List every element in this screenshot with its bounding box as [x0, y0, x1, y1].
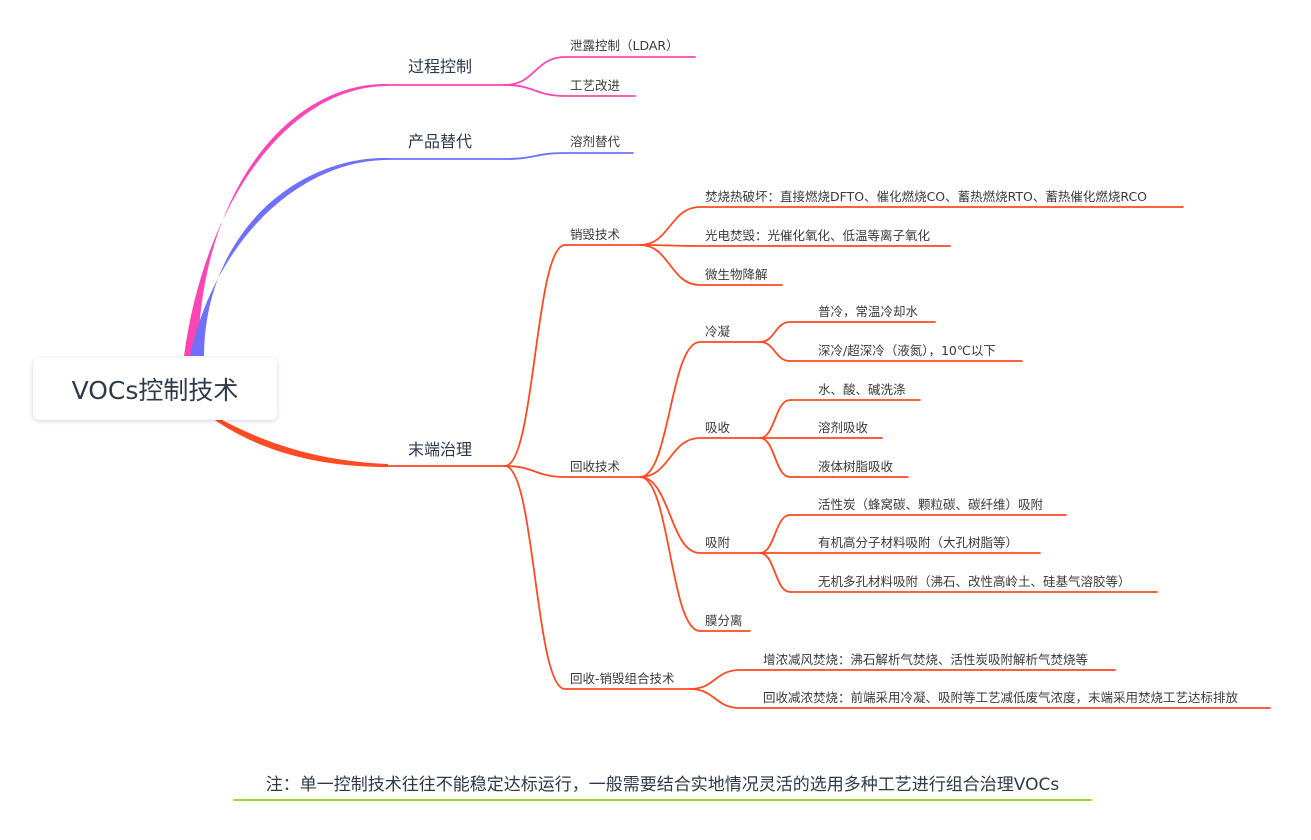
link-ldar [504, 56, 696, 86]
node-destroy-tech[interactable]: 销毁技术 [570, 227, 621, 242]
node-photo-destroy[interactable]: 光电焚毁：光催化氧化、低温等离子氧化 [705, 228, 931, 243]
link-recover [504, 465, 641, 478]
link-solvent-substitution [504, 152, 634, 160]
node-absorb-1[interactable]: 水、酸、碱洗涤 [818, 382, 906, 397]
node-absorb-3[interactable]: 液体树脂吸收 [818, 459, 894, 474]
branch-product-substitution[interactable]: 产品替代 [408, 132, 473, 151]
link-condense [639, 341, 761, 478]
node-absorb[interactable]: 吸收 [705, 420, 731, 435]
link-adsorb-1 [759, 514, 1067, 554]
link-combo-1 [689, 669, 1116, 690]
node-membrane[interactable]: 膜分离 [705, 613, 743, 628]
link-condense-1 [759, 321, 936, 343]
root-label: VOCs控制技术 [71, 376, 239, 405]
link-combo [504, 465, 691, 690]
node-adsorb[interactable]: 吸附 [705, 535, 731, 550]
branch-end-treatment[interactable]: 末端治理 [408, 440, 473, 459]
node-combo-2[interactable]: 回收减浓焚烧：前端采用冷凝、吸附等工艺减低废气浓度，末端采用焚烧工艺达标排放 [763, 690, 1239, 705]
node-absorb-2[interactable]: 溶剂吸收 [818, 420, 869, 435]
node-combo-tech[interactable]: 回收-销毁组合技术 [570, 671, 675, 686]
node-recover-tech[interactable]: 回收技术 [570, 459, 621, 474]
root-node[interactable]: VOCs控制技术 [33, 358, 277, 420]
node-solvent-substitution[interactable]: 溶剂替代 [570, 134, 621, 149]
branch-connector-process [184, 83, 388, 356]
link-adsorb-3 [759, 552, 1158, 593]
node-ldar[interactable]: 泄露控制（LDAR） [570, 38, 679, 53]
branch-process-control[interactable]: 过程控制 [408, 57, 473, 76]
node-process-improvement[interactable]: 工艺改进 [570, 78, 621, 93]
link-process-improvement [504, 84, 636, 97]
link-photo [639, 244, 951, 247]
node-adsorb-1[interactable]: 活性炭（蜂窝碳、颗粒碳、碳纤维）吸附 [818, 497, 1044, 512]
link-absorb [639, 437, 761, 478]
link-membrane [639, 476, 751, 632]
footnote: 注：单一控制技术往往不能稳定达标运行，一般需要结合实地情况灵活的选用多种工艺进行… [265, 775, 1060, 795]
link-absorb-1 [759, 399, 921, 439]
link-adsorb [639, 476, 761, 554]
link-microbial [639, 244, 783, 286]
link-combo-2 [689, 688, 1271, 709]
link-absorb-3 [759, 437, 909, 478]
node-condense-1[interactable]: 普冷，常温冷却水 [818, 304, 919, 319]
link-destroy [504, 244, 641, 467]
node-adsorb-3[interactable]: 无机多孔材料吸附（沸石、改性高岭土、硅基气溶胶等） [818, 574, 1131, 589]
branch-connector-product [190, 157, 388, 356]
node-microbial[interactable]: 微生物降解 [705, 267, 768, 282]
node-combo-1[interactable]: 增浓减风焚烧：沸石解析气焚烧、活性炭吸附解析气焚烧等 [763, 652, 1089, 667]
node-incineration[interactable]: 焚烧热破坏：直接燃烧DFTO、催化燃烧CO、蓄热燃烧RTO、蓄热催化燃烧RCO [705, 189, 1148, 204]
link-incineration [639, 206, 1184, 246]
node-condense-2[interactable]: 深冷/超深冷（液氮），10℃以下 [818, 343, 996, 358]
node-adsorb-2[interactable]: 有机高分子材料吸附（大孔树脂等） [818, 535, 1019, 550]
footnote-underline [233, 799, 1092, 801]
link-condense-2 [759, 341, 1023, 362]
node-condense[interactable]: 冷凝 [705, 324, 731, 339]
branch-connector-end [212, 418, 388, 467]
